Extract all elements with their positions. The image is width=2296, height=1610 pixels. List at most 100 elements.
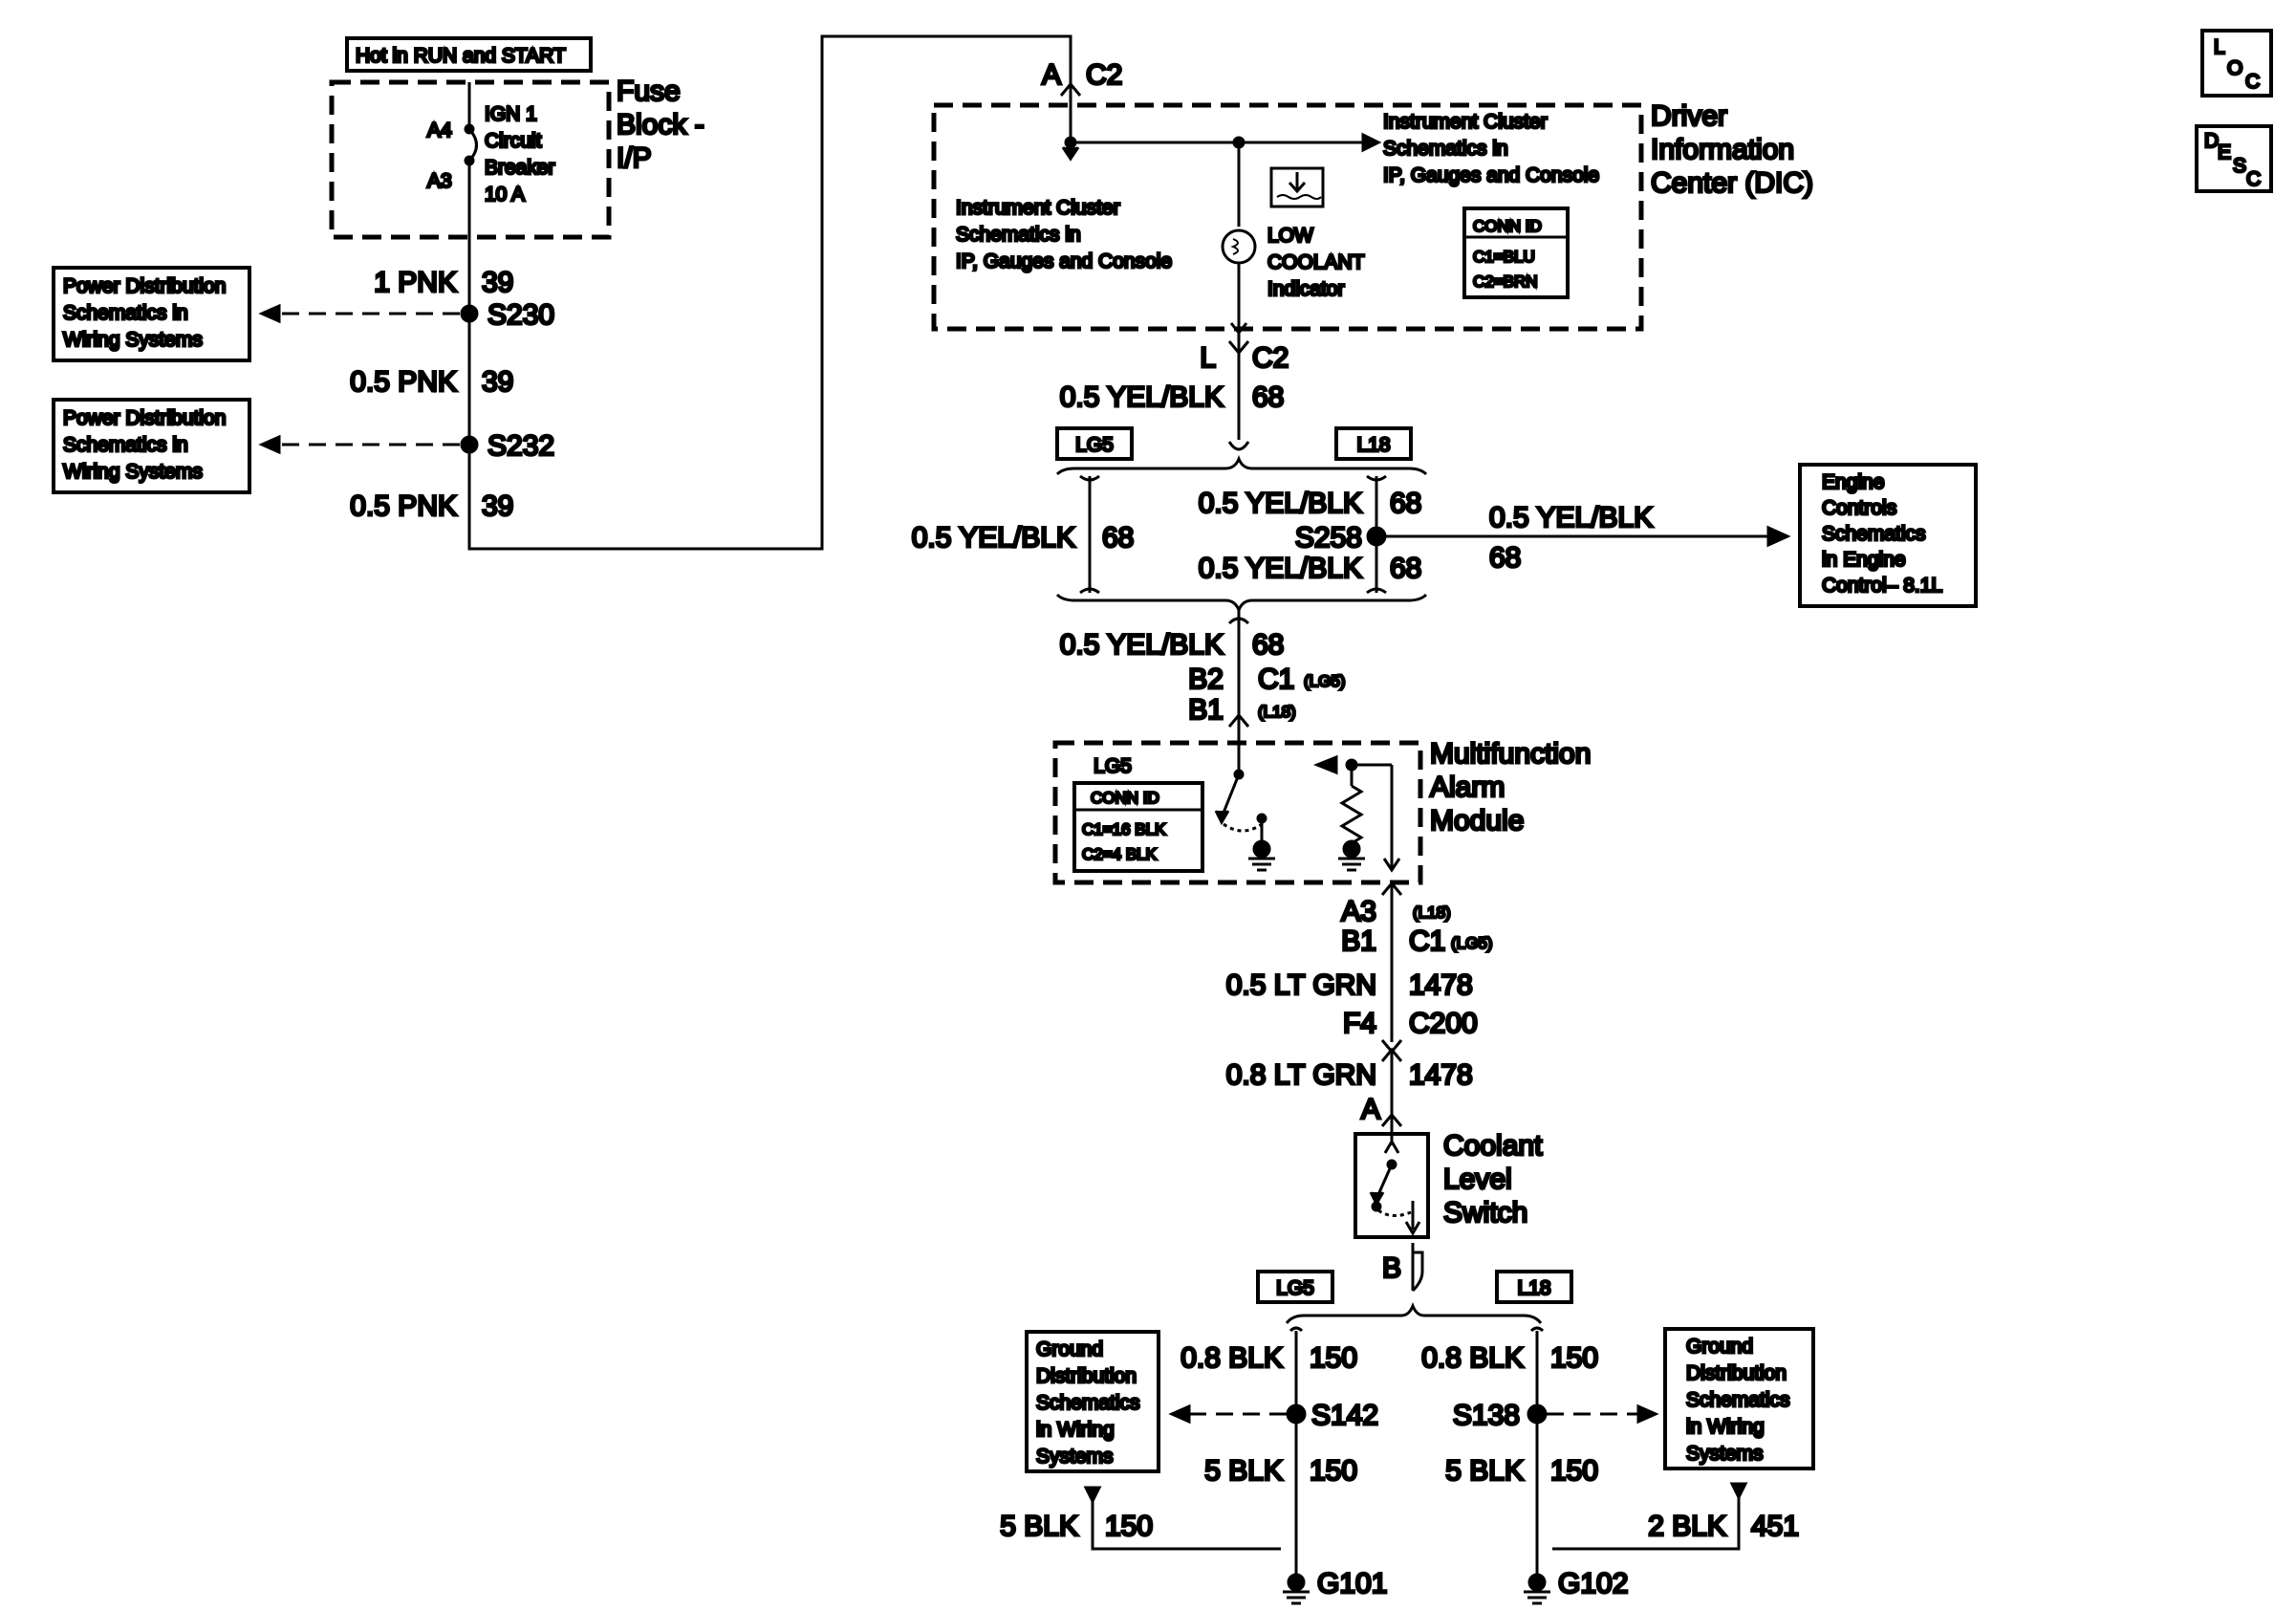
engine-ref-line-2: Controls — [1822, 497, 1896, 519]
option-lg5-upper: LG5 — [1075, 434, 1114, 456]
mam-output-arrow — [1382, 858, 1401, 873]
fuse-title-1: Fuse — [617, 76, 681, 107]
wire-39-path — [467, 34, 1072, 551]
indicator-line-2: COOLANT — [1267, 251, 1365, 273]
ground-ref-left-1: Ground — [1036, 1338, 1103, 1360]
dic-ref-right-2: Schematics in — [1383, 138, 1508, 160]
dic-output-arrow — [1229, 322, 1248, 336]
mam-conn-id-c2: C2=4 BLK — [1082, 845, 1158, 863]
power-dist-2-line-2: Schematics in — [63, 434, 188, 456]
g102-right-color: 2 BLK — [1648, 1511, 1726, 1542]
dic-wire-color: 0.5 YEL/BLK — [1060, 381, 1224, 413]
dic-ref-right-1: Instrument Cluster — [1383, 111, 1548, 133]
engine-ref-line-3: Schematics — [1822, 523, 1926, 545]
loc-icon-sub2: C — [2245, 71, 2260, 93]
engine-wire-circuit: 68 — [1489, 542, 1521, 574]
option-labels-lower: LG5 L18 — [1256, 1270, 1573, 1304]
mam-switch-blade — [1220, 773, 1241, 818]
mid-left-color: 0.5 YEL/BLK — [912, 522, 1075, 554]
s138-wire-cap — [1529, 1326, 1545, 1333]
coolant-switch-dashed — [1377, 1208, 1412, 1217]
power-dist-2-line-1: Power Distribution — [63, 407, 226, 429]
loc-icon-frame[interactable] — [2200, 29, 2273, 98]
coolant-switch-contact — [1371, 1201, 1382, 1212]
coolant-level-switch: Coolant Level Switch B — [1354, 1126, 1545, 1293]
desc-icon[interactable]: D E S C — [2195, 124, 2273, 193]
ground-dist-ref-right[interactable]: Ground Distribution Schematics in Wiring… — [1663, 1327, 1815, 1470]
ground-dist-ref-left-box[interactable] — [1025, 1330, 1160, 1473]
wire-39-color-3: 0.5 PNK — [350, 490, 457, 522]
mam-out-conn-c1: C1 — [1409, 925, 1445, 957]
splice-s138: S138 — [1453, 1400, 1520, 1431]
mam-ground-dot-2 — [1342, 839, 1361, 859]
s142-ref-arrow — [1168, 1403, 1191, 1425]
s138-down-color: 5 BLK — [1445, 1455, 1524, 1487]
power-dist-ref-box-2[interactable] — [52, 398, 251, 494]
s142-wire-cap — [1289, 1326, 1304, 1333]
fuse-block-outline — [329, 79, 612, 240]
engine-controls-ref-box[interactable] — [1798, 463, 1978, 608]
dic-connector-c2: C2 — [1086, 59, 1122, 91]
indicator-line-1: LOW — [1267, 225, 1313, 247]
splice-s230: S230 — [487, 299, 554, 331]
low-coolant-lamp — [1221, 228, 1257, 265]
mid-lower-color: 0.5 YEL/BLK — [1199, 553, 1362, 584]
power-dist-1-line-3: Wiring Systems — [63, 329, 203, 351]
switch-title-3: Switch — [1443, 1197, 1527, 1229]
ground-ref-right-3: Schematics — [1686, 1389, 1790, 1411]
option-lg5-upper-box — [1055, 426, 1134, 461]
option-labels-upper: LG5 L18 — [1055, 426, 1413, 461]
l18-wire-cap-top — [1366, 474, 1387, 482]
option-l18-upper-box — [1334, 426, 1413, 461]
desc-icon-sub3: C — [2246, 168, 2261, 190]
coolant-switch-box — [1354, 1132, 1430, 1239]
power-dist-ref-1[interactable]: Power Distribution Schematics in Wiring … — [52, 266, 251, 362]
mid-upper-circuit: 68 — [1390, 488, 1421, 519]
indicator-line-3: Indicator — [1267, 278, 1345, 300]
g102-dot — [1527, 1573, 1547, 1592]
ground-ref-right-5: Systems — [1686, 1443, 1764, 1465]
mam-out-tag-l18: (L18) — [1413, 903, 1451, 922]
dic-wire-circuit: 68 — [1252, 381, 1284, 413]
wire-150-g101 — [1091, 1501, 1281, 1551]
mam-output-wire: A3 (L18) B1 C1 (LG5) 0.5 LT GRN 1478 F4 … — [1224, 881, 1494, 1127]
coolant-icon-wave — [1276, 194, 1322, 200]
mam-in-circuit: 68 — [1252, 629, 1284, 661]
mid-left-circuit: 68 — [1102, 522, 1134, 554]
dic-output-wire: 0.5 YEL/BLK 68 — [1058, 368, 1286, 451]
engine-ref-line-1: Engine — [1822, 471, 1884, 493]
power-dist-ref-2[interactable]: Power Distribution Schematics in Wiring … — [52, 398, 251, 494]
dic-ref-right-3: IP, Gauges and Console — [1383, 164, 1599, 186]
wire-1478-a-circuit: 1478 — [1409, 969, 1473, 1001]
s142-up-circuit: 150 — [1310, 1342, 1357, 1374]
fuse-header-box — [345, 36, 593, 73]
engine-controls-ref[interactable]: Engine Controls Schematics in Engine Con… — [1798, 463, 1978, 608]
loc-icon[interactable]: L O C — [2200, 29, 2273, 98]
s142-down-color: 5 BLK — [1204, 1455, 1283, 1487]
mam-title-1: Multifunction — [1430, 738, 1591, 770]
s230-ref-arrow — [258, 303, 281, 324]
ground-dist-ref-right-box[interactable] — [1663, 1327, 1815, 1470]
bracket-bottom — [1055, 593, 1428, 615]
desc-icon-frame[interactable] — [2195, 124, 2273, 193]
mam-input-wire: 0.5 YEL/BLK 68 B2 C1 (LG5) B1 (L18) — [1058, 610, 1347, 734]
s138-up-color: 0.8 BLK — [1421, 1342, 1524, 1374]
splice-s232: S232 — [487, 430, 554, 462]
option-l18-lower-box — [1495, 1270, 1573, 1304]
dic-left-ref-arrow — [1061, 146, 1080, 162]
dic-conn-id-c2: C2=BRN — [1473, 272, 1538, 291]
power-dist-ref-box-1[interactable] — [52, 266, 251, 362]
dic-wire-break — [1227, 441, 1250, 451]
dic-connector-a: A — [1042, 59, 1061, 91]
ground-ref-left-4: in Wiring — [1036, 1419, 1115, 1441]
s142-down-circuit: 150 — [1310, 1455, 1357, 1487]
ground-g102: G102 — [1558, 1568, 1628, 1599]
ground-dist-ref-left[interactable]: Ground Distribution Schematics in Wiring… — [1025, 1330, 1160, 1473]
c200-conn: C200 — [1409, 1008, 1478, 1039]
mam-option: LG5 — [1094, 755, 1132, 777]
splice-s142: S142 — [1311, 1400, 1378, 1431]
g102-ground-symbol — [1524, 1590, 1550, 1605]
splice-s258: S258 — [1295, 522, 1362, 554]
loc-icon-big: L — [2214, 36, 2225, 58]
